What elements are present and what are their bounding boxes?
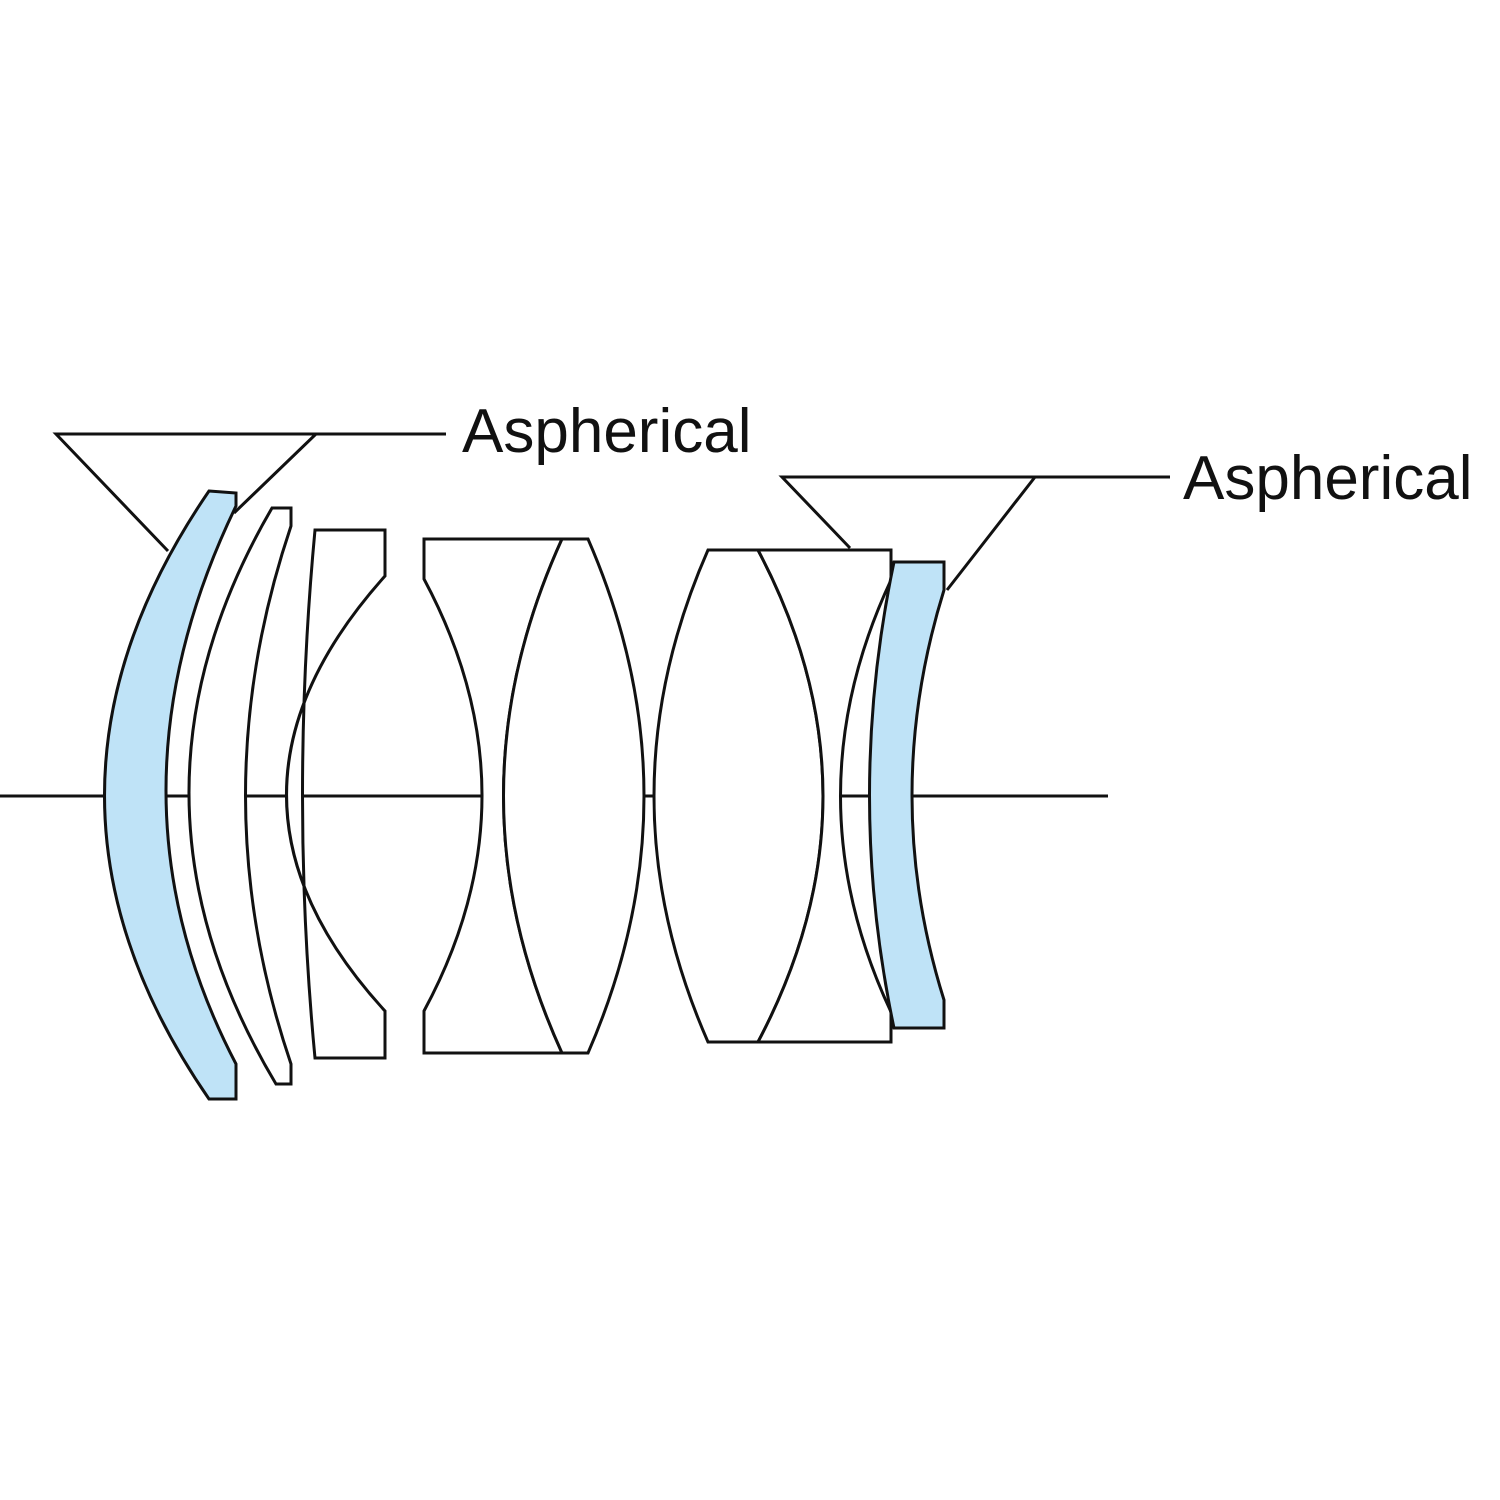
callout-front-aspherical <box>52 432 320 553</box>
lens-element-1-aspherical <box>103 489 238 1101</box>
callout-rear-aspherical <box>778 475 1039 591</box>
lens-element-8-aspherical <box>868 560 946 1030</box>
aspherical-label-rear: Aspherical <box>1183 444 1472 513</box>
aspherical-label-front: Aspherical <box>462 397 751 466</box>
lens-element-2 <box>187 506 293 1086</box>
lens-element-7 <box>755 548 893 1044</box>
lens-element-5 <box>502 537 646 1055</box>
lens-element-3 <box>285 528 387 1060</box>
